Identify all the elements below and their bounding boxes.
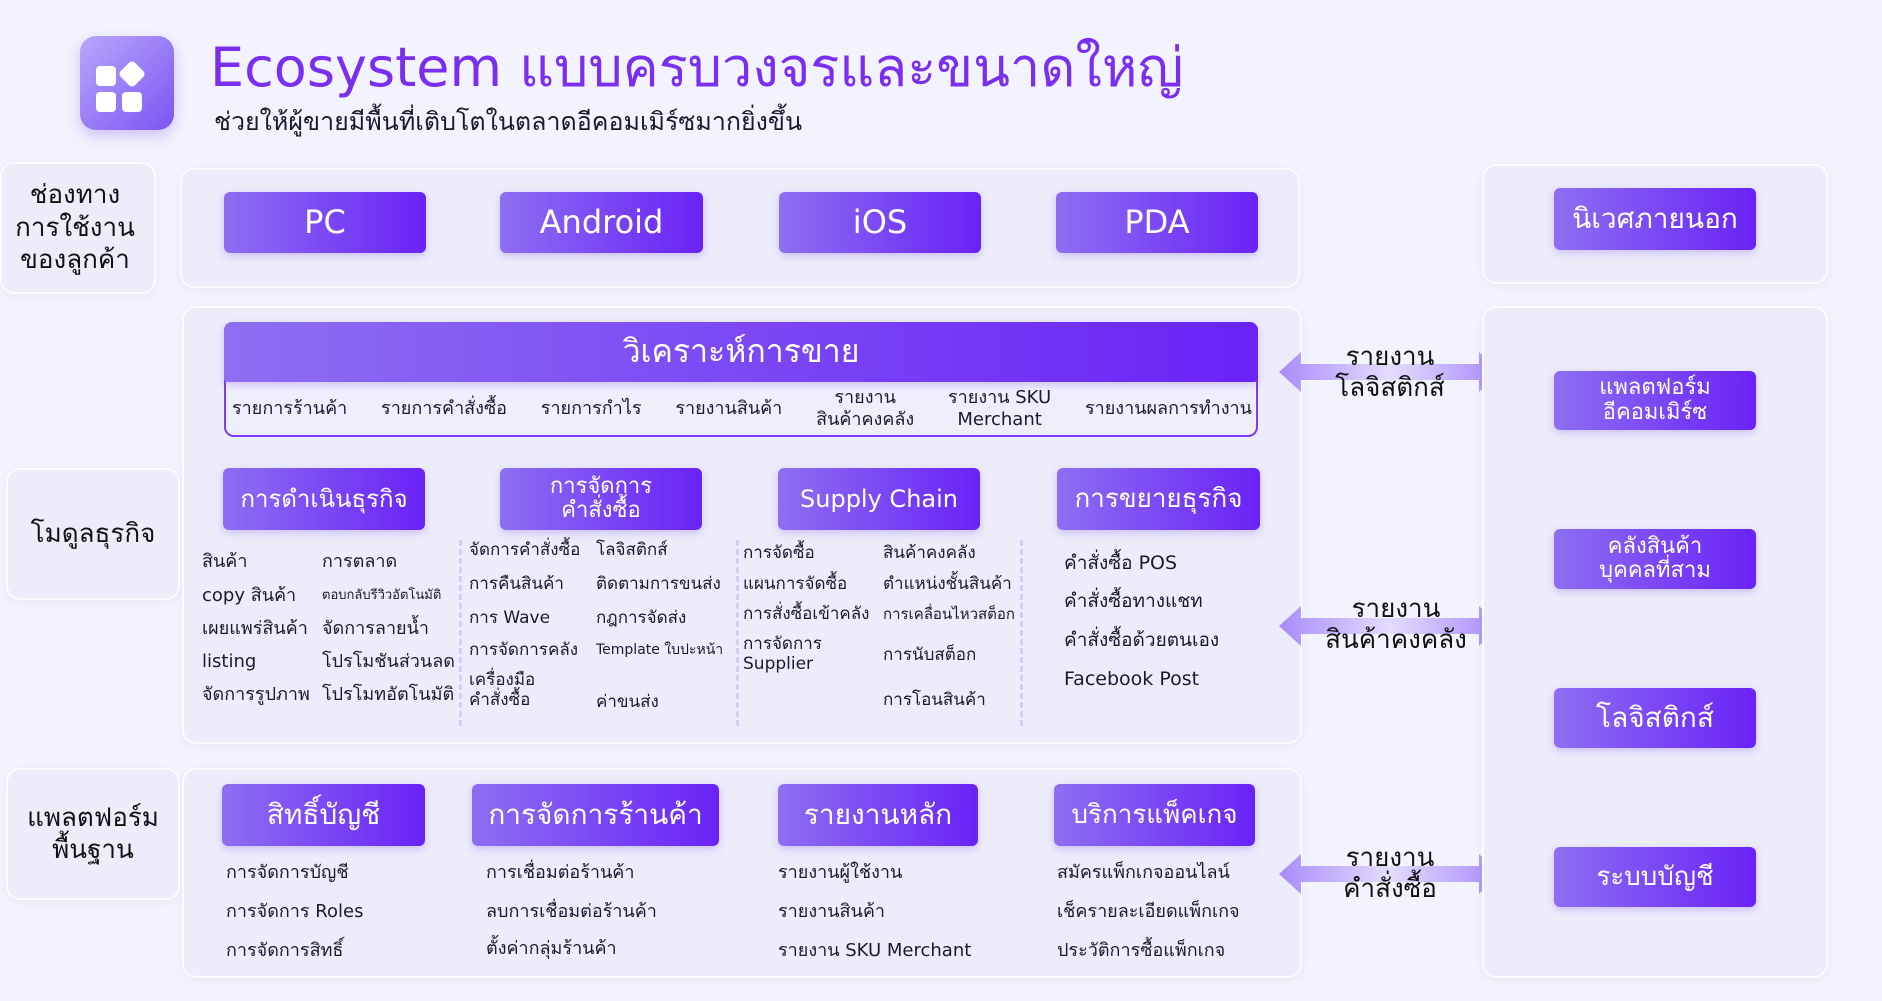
module-item[interactable]: สินค้า [202, 551, 248, 572]
module-item[interactable]: การจัดซื้อ [743, 543, 815, 563]
platform-item[interactable]: การจัดการสิทธิ์ [226, 940, 344, 961]
channel-pda-button[interactable]: PDA [1056, 192, 1258, 253]
module-business-expansion-button[interactable]: การขยายธุรกิจ [1057, 468, 1260, 530]
analysis-item[interactable]: รายการร้านค้า [232, 398, 348, 420]
external-third-party-warehouse-button[interactable]: คลังสินค้า บุคคลที่สาม [1554, 529, 1756, 589]
module-item[interactable]: สินค้าคงคลัง [883, 543, 976, 563]
module-item[interactable]: จัดการรูปภาพ [202, 684, 310, 705]
module-item[interactable]: การโอนสินค้า [883, 690, 986, 710]
analysis-item[interactable]: รายการกำไร [540, 398, 642, 420]
module-item[interactable]: แผนการจัดซื้อ [743, 574, 848, 594]
row-label-platform: แพลตฟอร์ม พื้นฐาน [27, 802, 159, 866]
double-arrow-icon [1279, 606, 1501, 646]
module-item[interactable]: Template ใบปะหน้า [596, 642, 724, 658]
platform-item[interactable]: เช็ครายละเอียดแพ็กเกจ [1057, 901, 1240, 922]
module-item[interactable]: copy สินค้า [202, 585, 297, 606]
app-logo-icon [80, 36, 174, 130]
module-item[interactable]: ติดตามการขนส่ง [596, 574, 721, 594]
module-item[interactable]: จัดการคำสั่งซื้อ [469, 540, 581, 560]
module-item[interactable]: คำสั่งซื้อด้วยตนเอง [1064, 629, 1220, 651]
module-order-mgmt-button[interactable]: การจัดการ คำสั่งซื้อ [500, 468, 702, 530]
analysis-item[interactable]: รายงานผลการทำงาน [1084, 398, 1252, 420]
platform-item[interactable]: ลบการเชื่อมต่อร้านค้า [486, 901, 657, 922]
link-label-order-report: รายงาน คำสั่งซื้อ [1343, 843, 1437, 905]
external-logistics-button[interactable]: โลจิสติกส์ [1554, 688, 1756, 748]
module-item[interactable]: การเคลื่อนไหวสต็อก [883, 605, 1016, 623]
analysis-item[interactable]: รายงานสินค้า [675, 398, 783, 420]
module-item[interactable]: listing [202, 651, 257, 672]
module-business-ops-button[interactable]: การดำเนินธุรกิจ [223, 468, 425, 530]
module-item[interactable]: การสั่งซื้อเข้าคลัง [743, 604, 870, 624]
row-label-platform-box [6, 768, 180, 900]
platform-item[interactable]: ตั้งค่ากลุ่มร้านค้า [486, 938, 617, 959]
module-item[interactable]: คำสั่งซื้อ POS [1064, 552, 1178, 574]
page-subtitle: ช่วยให้ผู้ขายมีพื้นที่เติบโตในตลาดอีคอมเ… [214, 107, 803, 136]
platform-account-rights-button[interactable]: สิทธิ์บัญชี [222, 784, 425, 846]
module-item[interactable]: การตลาด [322, 551, 398, 572]
module-item[interactable]: ตำแหน่งชั้นสินค้า [883, 574, 1012, 594]
module-item[interactable]: โลจิสติกส์ [596, 540, 668, 560]
external-ecosystem-button[interactable]: นิเวศภายนอก [1554, 188, 1756, 250]
analysis-item[interactable]: รายงาน SKU Merchant [948, 387, 1052, 430]
platform-item[interactable]: ประวัติการซื้อแพ็กเกจ [1057, 940, 1226, 961]
platform-item[interactable]: การจัดการบัญชี [226, 862, 349, 883]
module-item[interactable]: การจัดการ Supplier [743, 634, 822, 675]
module-item[interactable]: โปรโมทอัตโนมัติ [322, 684, 455, 705]
module-item[interactable]: การ Wave [469, 608, 551, 628]
platform-package-service-button[interactable]: บริการแพ็คเกจ [1054, 784, 1255, 846]
platform-item[interactable]: รายงานสินค้า [778, 901, 885, 922]
row-label-modules-box [6, 468, 180, 600]
module-item[interactable]: การนับสต็อก [883, 645, 977, 665]
platform-core-reports-button[interactable]: รายงานหลัก [778, 784, 978, 846]
module-item[interactable]: ตอบกลับรีวิวอัตโนมัติ [322, 588, 442, 603]
row-label-channels: ช่องทาง การใช้งาน ของลูกค้า [15, 180, 135, 276]
sales-analysis-header[interactable]: วิเคราะห์การขาย [224, 322, 1258, 382]
double-arrow-icon [1279, 352, 1501, 392]
channel-pc-button[interactable]: PC [224, 192, 426, 253]
platform-store-mgmt-button[interactable]: การจัดการร้านค้า [472, 784, 719, 846]
platform-item[interactable]: รายงานผู้ใช้งาน [778, 862, 903, 883]
module-item[interactable]: ค่าขนส่ง [596, 692, 659, 712]
platform-item[interactable]: รายงาน SKU Merchant [778, 940, 972, 961]
module-item[interactable]: กฎการจัดส่ง [596, 608, 687, 628]
row-label-modules: โมดูลธุรกิจ [30, 518, 156, 549]
link-label-inventory-report: รายงาน สินค้าคงคลัง [1325, 594, 1467, 656]
platform-item[interactable]: การจัดการ Roles [226, 901, 364, 922]
external-accounting-button[interactable]: ระบบบัญชี [1554, 847, 1756, 907]
platform-item[interactable]: การเชื่อมต่อร้านค้า [486, 862, 635, 883]
analysis-item[interactable]: รายการคำสั่งซื้อ [381, 398, 507, 420]
module-item[interactable]: เผยแพร่สินค้า [202, 618, 308, 639]
external-ecommerce-platform-button[interactable]: แพลตฟอร์ม อีคอมเมิร์ซ [1554, 371, 1756, 430]
row-label-channels-box [0, 162, 156, 294]
channel-android-button[interactable]: Android [500, 192, 703, 253]
channel-ios-button[interactable]: iOS [779, 192, 981, 253]
page-title: Ecosystem แบบครบวงจรและขนาดใหญ่ [210, 36, 1184, 99]
double-arrow-icon [1279, 854, 1501, 894]
analysis-item[interactable]: รายงาน สินค้าคงคลัง [816, 387, 915, 430]
module-item[interactable]: การคืนสินค้า [469, 574, 564, 594]
module-item[interactable]: จัดการลายน้ำ [322, 618, 430, 639]
link-label-logistics-report: รายงาน โลจิสติกส์ [1335, 342, 1445, 404]
platform-item[interactable]: สมัครแพ็กเกจออนไลน์ [1057, 862, 1230, 883]
module-item[interactable]: คำสั่งซื้อทางแชท [1064, 590, 1203, 612]
module-item[interactable]: Facebook Post [1064, 668, 1200, 690]
module-item[interactable]: การจัดการคลัง [469, 640, 579, 660]
module-item[interactable]: โปรโมชันส่วนลด [322, 651, 455, 672]
module-supply-chain-button[interactable]: Supply Chain [778, 468, 980, 530]
module-item[interactable]: เครื่องมือ คำสั่งซื้อ [469, 670, 536, 711]
